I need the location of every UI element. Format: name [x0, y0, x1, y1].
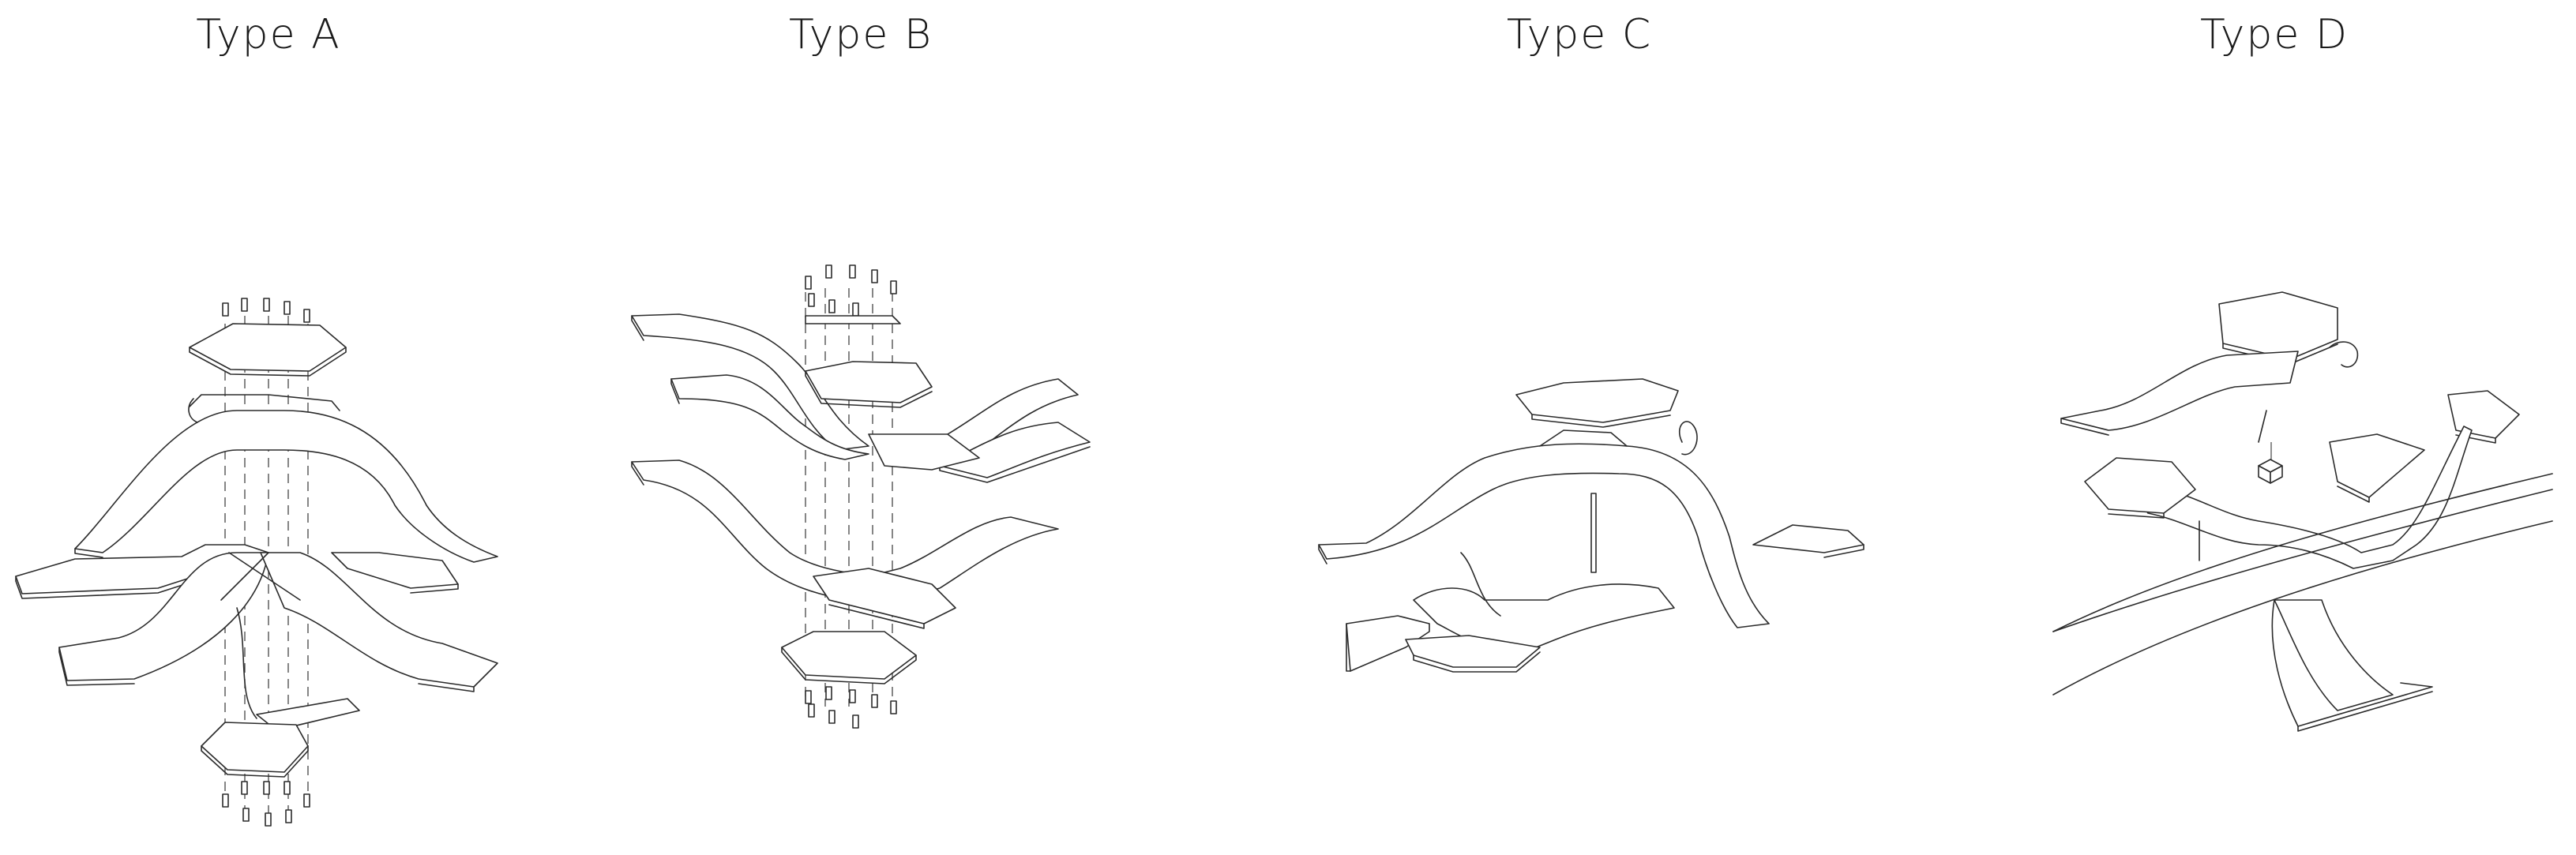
type-a-right-mid-slab — [331, 552, 459, 589]
type-c-axonometric-drawing — [1318, 378, 1864, 673]
type-a-axonometric-drawing — [15, 298, 498, 827]
type-b-upper-slab — [805, 361, 933, 403]
type-b-bottom-posts — [805, 686, 897, 729]
type-d-upper-left-ribbon — [2060, 351, 2299, 431]
panel-type-d: Type D — [2022, 0, 2576, 855]
type-a-top-slab — [189, 323, 347, 372]
type-d-small-cube — [2258, 442, 2283, 484]
type-d-left-hex-slab — [2084, 457, 2196, 514]
type-d-main-ribbon — [2131, 426, 2473, 569]
type-d-axonometric-drawing — [2052, 291, 2553, 732]
type-b-lower-ribbon — [631, 459, 1059, 605]
type-c-right-slab — [1752, 524, 1864, 553]
type-b-top-posts — [805, 264, 897, 317]
panel-type-c: Type C — [1279, 0, 1895, 855]
type-d-diamond-slab — [2329, 433, 2425, 498]
type-b-axonometric-drawing — [631, 264, 1091, 729]
type-c-loop — [1678, 421, 1698, 456]
type-b-right-strip — [939, 422, 1091, 478]
type-b-upper-left-ribbon — [670, 374, 869, 460]
panel-type-a: Type A — [0, 0, 553, 855]
type-b-top-ribbon — [631, 313, 869, 451]
panel-type-b: Type B — [569, 0, 1169, 855]
type-c-top-slab — [1515, 378, 1679, 423]
type-a-label: Type A — [196, 11, 341, 58]
type-d-label: Type D — [2199, 11, 2349, 58]
type-d-right-slab — [2447, 390, 2520, 439]
type-c-label: Type C — [1506, 11, 1653, 58]
type-a-lower-right-ribbon — [260, 552, 498, 688]
type-d-ground-curve-outer — [2052, 473, 2553, 632]
type-b-mid-slab — [868, 433, 980, 471]
type-d-top-slab — [2218, 291, 2338, 360]
type-b-label: Type B — [788, 11, 933, 58]
type-c-center-post — [1590, 493, 1597, 573]
type-b-top-slab — [805, 315, 901, 324]
type-b-bottom-slab — [781, 631, 917, 680]
type-b-lower-slab — [813, 568, 956, 624]
type-a-left-mid-slab — [15, 544, 269, 594]
type-c-main-ribbon — [1318, 443, 1770, 628]
type-a-bottom-posts — [222, 781, 310, 827]
type-a-upper-ribbon — [74, 410, 498, 563]
type-d-ground-curve-inner — [2052, 520, 2553, 696]
type-d-lower-ribbon — [2274, 599, 2394, 711]
